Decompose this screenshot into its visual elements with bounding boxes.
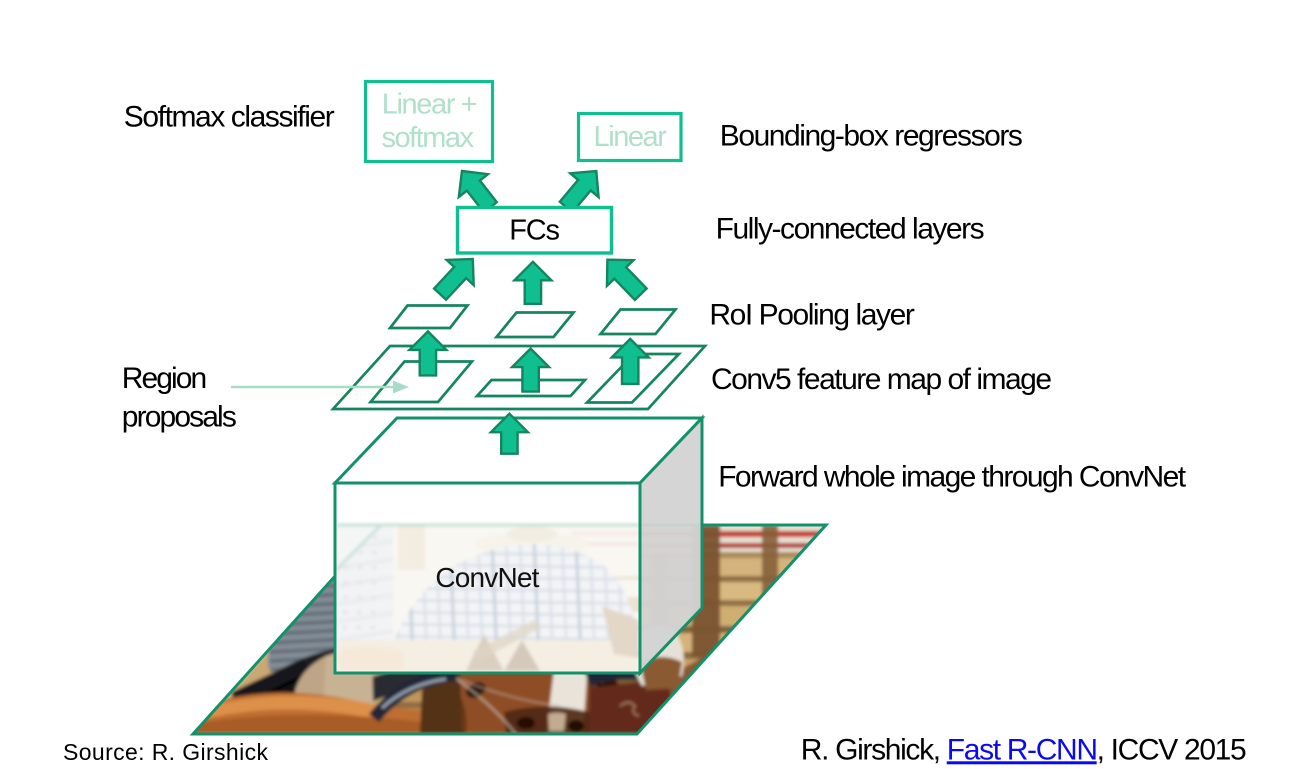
- svg-text:ConvNet: ConvNet: [435, 562, 539, 593]
- svg-text:Fully-connected layers: Fully-connected layers: [716, 213, 984, 246]
- svg-text:Bounding-box regressors: Bounding-box regressors: [720, 119, 1022, 152]
- svg-text:proposals: proposals: [122, 400, 236, 433]
- svg-text:Region: Region: [122, 362, 206, 395]
- svg-text:RoI Pooling layer: RoI Pooling layer: [709, 299, 914, 332]
- svg-text:Forward whole image through Co: Forward whole image through ConvNet: [718, 461, 1187, 494]
- svg-text:Conv5 feature map of image: Conv5 feature map of image: [711, 363, 1051, 396]
- svg-text:Linear +: Linear +: [382, 89, 477, 121]
- svg-text:Source: R. Girshick: Source: R. Girshick: [63, 739, 268, 765]
- svg-text:FCs: FCs: [509, 215, 559, 247]
- svg-text:Linear: Linear: [594, 121, 668, 153]
- svg-text:Softmax classifier: Softmax classifier: [124, 101, 335, 134]
- svg-text:R. Girshick, Fast R-CNN, ICCV: R. Girshick, Fast R-CNN, ICCV 2015: [801, 733, 1246, 766]
- svg-text:softmax: softmax: [381, 122, 474, 154]
